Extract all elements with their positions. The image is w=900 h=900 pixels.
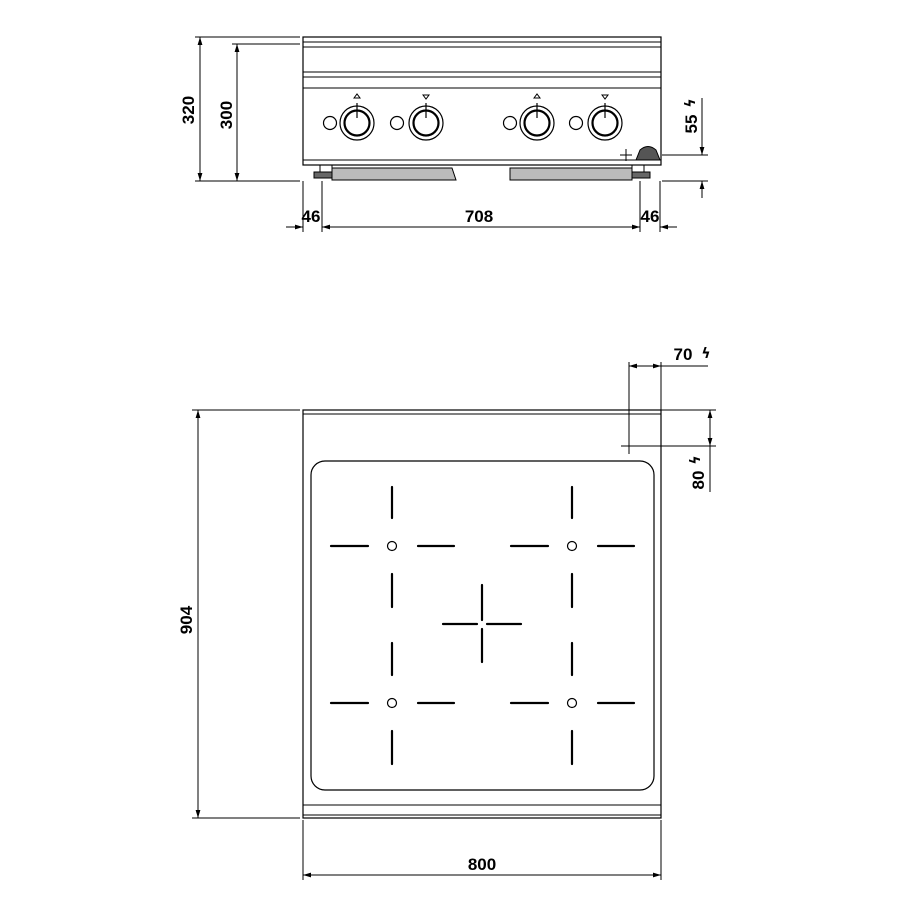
control-knob-4 (568, 94, 623, 141)
top-body (302, 409, 662, 819)
dim-overall-height: 320 (179, 36, 300, 182)
dim-right-foot-offset-label: 46 (641, 207, 660, 226)
front-body (302, 36, 662, 166)
dim-connection-offset-y: 80 ϟ (637, 409, 716, 492)
hob-zone-bottom-right (509, 641, 636, 766)
hob-zone-top-right (509, 485, 636, 609)
dim-depth-label: 904 (177, 605, 196, 634)
electric-bolt-icon-top-y: ϟ (688, 455, 704, 464)
dim-connection-height-label: 55 (682, 115, 701, 134)
dim-connection-offset-x: 70 ϟ (628, 345, 711, 454)
control-knob-2 (389, 94, 444, 141)
dim-width-label: 800 (468, 855, 496, 874)
hob-zone-top-left (329, 485, 456, 609)
dim-width: 800 (302, 820, 662, 880)
cable-gland-front (620, 146, 661, 161)
dim-depth: 904 (177, 409, 300, 819)
dim-body-height-label: 300 (217, 101, 236, 129)
dim-overall-height-label: 320 (179, 96, 198, 124)
dim-feet-spacing: 46 708 46 (286, 181, 677, 232)
top-view: 904 800 70 ϟ 80 ϟ (177, 345, 716, 880)
electric-bolt-icon-top: ϟ (701, 346, 710, 362)
dim-connection-offset-x-label: 70 (674, 345, 693, 364)
hob-zone-bottom-left (329, 641, 456, 766)
electric-bolt-icon: ϟ (683, 98, 699, 107)
dim-body-height: 300 (217, 43, 300, 181)
hob-center-mark (441, 583, 523, 664)
dim-left-foot-offset-label: 46 (302, 207, 321, 226)
dim-connection-offset-y-label: 80 (689, 471, 708, 490)
control-knob-3 (502, 93, 555, 141)
dim-connection-height: 55 ϟ (662, 98, 708, 198)
feet-front (313, 164, 651, 181)
control-knob-1 (322, 93, 375, 141)
front-view: 320 300 55 ϟ 46 708 46 (179, 36, 708, 232)
dim-feet-spacing-label: 708 (465, 207, 493, 226)
